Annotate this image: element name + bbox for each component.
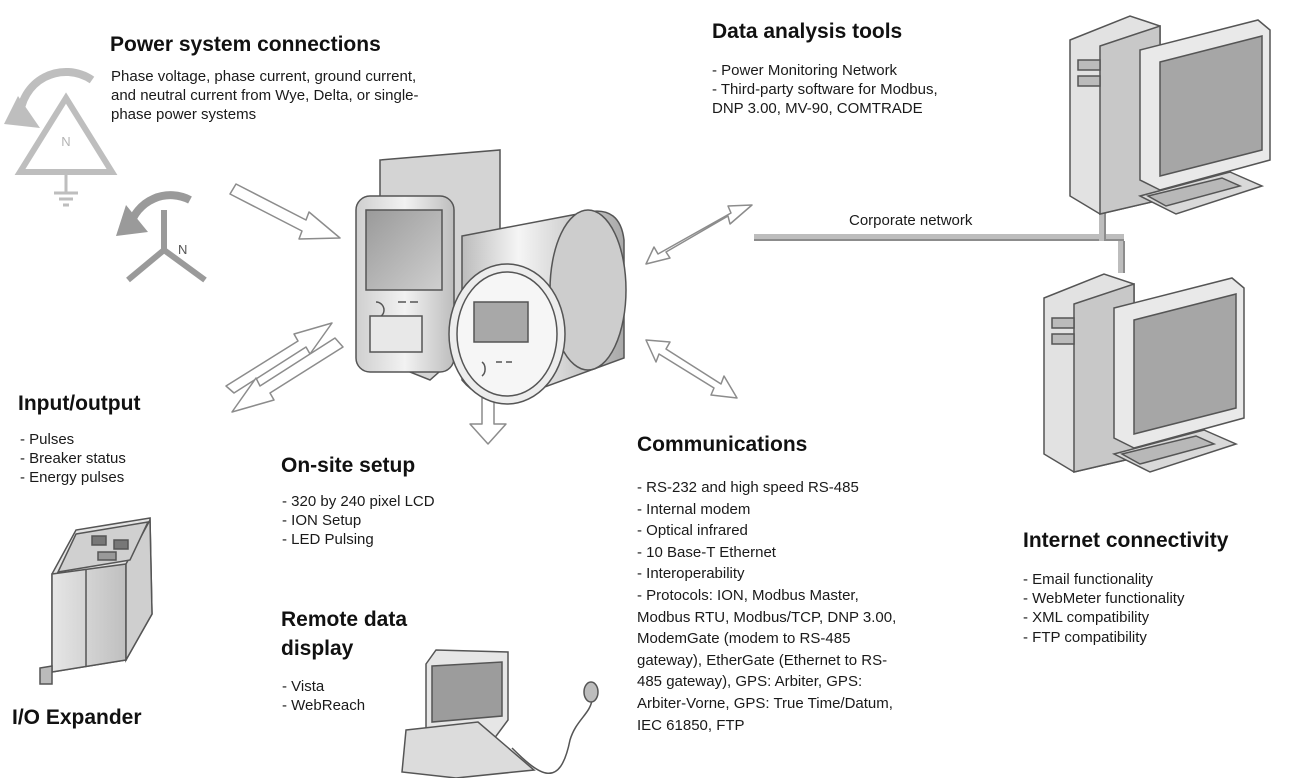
- list-item: - Optical infrared: [637, 522, 748, 540]
- onsite-setup-title: On-site setup: [281, 454, 416, 477]
- list-item: - FTP compatibility: [1023, 628, 1147, 646]
- data-analysis-title: Data analysis tools: [712, 20, 903, 43]
- list-item: - Energy pulses: [20, 469, 125, 487]
- svg-text:N: N: [178, 242, 187, 257]
- list-item: - Vista: [282, 678, 325, 695]
- list-item: Arbiter-Vorne, GPS: True Time/Datum,: [637, 694, 893, 712]
- list-item: - RS-232 and high speed RS-485: [637, 479, 859, 496]
- internet-connectivity-list: - Email functionality - WebMeter functio…: [1023, 570, 1184, 647]
- socket-meter-device: [448, 209, 627, 405]
- remote-title-line: Remote data: [281, 608, 408, 631]
- remote-title-line: display: [281, 637, 354, 660]
- power-desc-line: Phase voltage, phase current, ground cur…: [111, 68, 417, 85]
- list-item: - ION Setup: [282, 512, 362, 530]
- desktop-computer-1: [1069, 15, 1271, 215]
- power-connections-title: Power system connections: [110, 33, 381, 56]
- input-output-list: - Pulses - Breaker status - Energy pulse…: [20, 430, 126, 488]
- list-item: - LED Pulsing: [282, 531, 374, 549]
- corporate-network-label: Corporate network: [849, 212, 973, 229]
- power-desc-line: and neutral current from Wye, Delta, or …: [111, 87, 419, 105]
- list-item: - 10 Base-T Ethernet: [637, 543, 776, 561]
- laptop-computer: [401, 649, 599, 778]
- remote-display-list: - Vista - WebReach: [282, 677, 365, 715]
- power-connections-description: Phase voltage, phase current, ground cur…: [111, 67, 419, 125]
- input-output-title: Input/output: [18, 392, 141, 415]
- delta-connection-icon: N: [4, 67, 118, 207]
- list-item: - 320 by 240 pixel LCD: [282, 493, 435, 510]
- wye-connection-icon: N: [116, 191, 207, 283]
- list-item: - WebMeter functionality: [1023, 590, 1185, 608]
- list-item: - Third-party software for Modbus,: [712, 81, 938, 99]
- list-item: - Internal modem: [637, 500, 751, 518]
- list-item: DNP 3.00, MV-90, COMTRADE: [712, 100, 923, 118]
- list-item: - Protocols: ION, Modbus Master,: [637, 586, 859, 604]
- list-item: gateway), EtherGate (Ethernet to RS-: [637, 651, 888, 669]
- list-item: - WebReach: [282, 697, 366, 715]
- list-item: - Breaker status: [20, 450, 126, 468]
- list-item: IEC 61850, FTP: [637, 716, 745, 734]
- list-item: - Email functionality: [1023, 571, 1154, 588]
- communications-list: - RS-232 and high speed RS-485 - Interna…: [637, 477, 896, 736]
- list-item: Modbus RTU, Modbus/TCP, DNP 3.00,: [637, 608, 897, 626]
- list-item: 485 gateway), GPS: Arbiter, GPS:: [637, 673, 863, 691]
- remote-display-title: Remote data display: [281, 605, 407, 663]
- io-expander-title: I/O Expander: [12, 706, 142, 729]
- data-analysis-list: - Power Monitoring Network - Third-party…: [712, 61, 938, 119]
- power-desc-line: phase power systems: [111, 106, 257, 124]
- communications-title: Communications: [637, 433, 808, 456]
- hollow-arrows: [225, 183, 753, 445]
- list-item: - Power Monitoring Network: [712, 62, 898, 79]
- desktop-computer-2: [1043, 273, 1245, 473]
- io-expander-device: [39, 517, 153, 685]
- list-item: - XML compatibility: [1023, 609, 1150, 627]
- list-item: - Pulses: [20, 431, 75, 448]
- internet-connectivity-title: Internet connectivity: [1023, 529, 1229, 552]
- svg-text:N: N: [61, 134, 70, 149]
- onsite-setup-list: - 320 by 240 pixel LCD - ION Setup - LED…: [282, 492, 435, 550]
- list-item: ModemGate (modem to RS-485: [637, 630, 851, 648]
- list-item: - Interoperability: [637, 565, 745, 583]
- corporate-network-line: [754, 204, 1125, 273]
